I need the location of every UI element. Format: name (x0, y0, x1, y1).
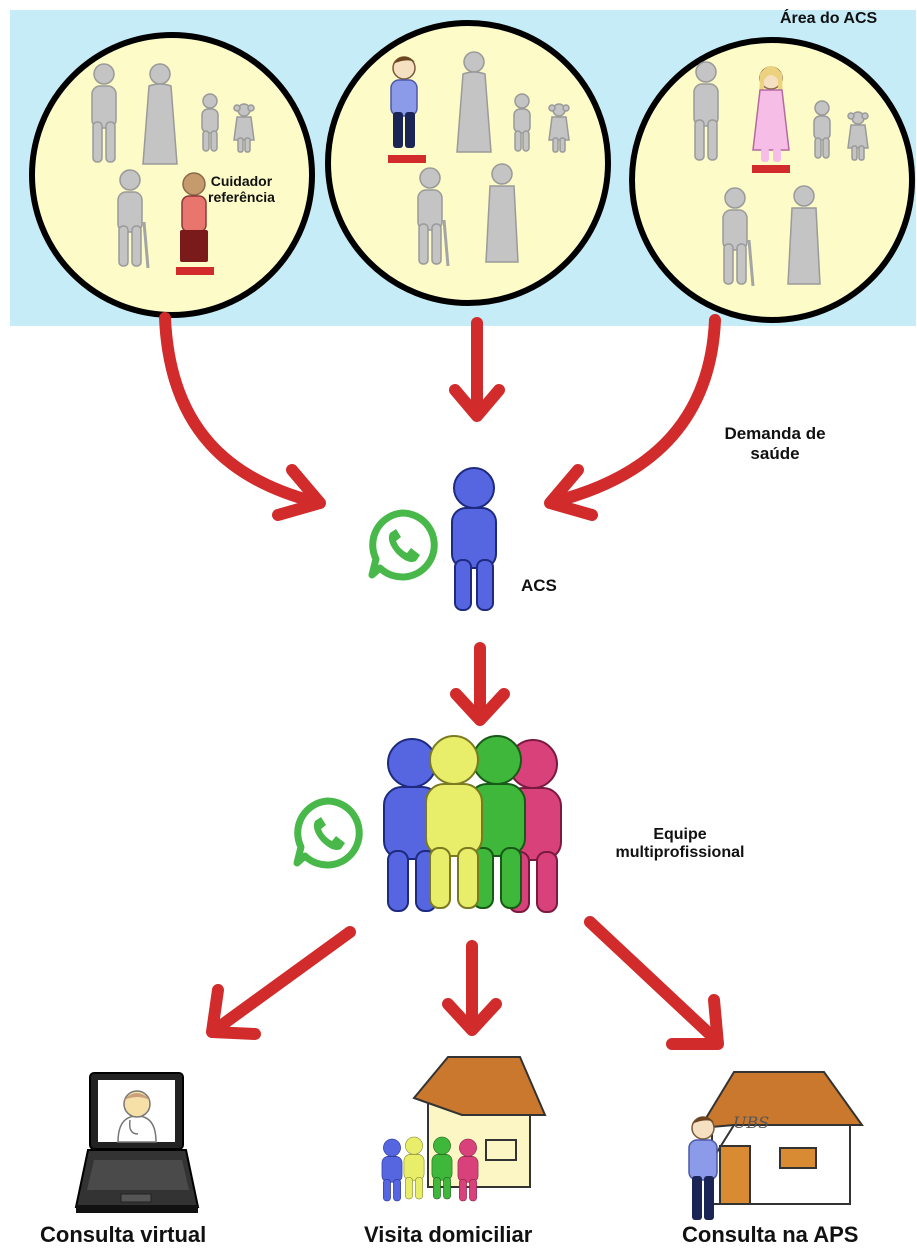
team-label-line1: Equipe (653, 826, 707, 843)
whatsapp-icon (297, 801, 359, 865)
family-circle-1 (29, 32, 315, 318)
caregiver-marker (388, 155, 426, 163)
health-demand-label: Demanda de saúde (700, 424, 850, 463)
arrow-acs-to-team (450, 642, 510, 726)
acs-agent-figure (451, 467, 497, 611)
doctor-avatar (117, 1090, 157, 1143)
acs-area-label: Área do ACS (780, 10, 878, 27)
caregiver-figure (752, 66, 790, 162)
home-visit-label: Visita domiciliar (364, 1222, 533, 1247)
laptop-icon (74, 1072, 200, 1213)
patient-figure (688, 1116, 718, 1220)
caregiver-reference-label: Cuidador referência (208, 173, 275, 205)
virtual-consult-label: Consulta virtual (40, 1222, 207, 1247)
caregiver-label-line1: Cuidador (210, 173, 273, 189)
caregiver-label-line2: referência (208, 189, 275, 206)
arrow-team-to-aps (584, 916, 724, 1050)
caregiver-marker (176, 267, 214, 275)
arrow-team-to-home-visit (442, 940, 502, 1036)
acs-label: ACS (521, 576, 557, 595)
arrow-team-to-virtual (206, 926, 356, 1040)
team-label-line2: multiprofissional (615, 844, 745, 862)
ubs-sign: UBS (733, 1113, 769, 1132)
caregiver-figure (180, 172, 208, 262)
family-circle-2 (325, 20, 611, 306)
demand-label-line1: Demanda de (724, 424, 826, 443)
caregiver-figure (390, 56, 418, 148)
multiprofessional-team-figure (383, 735, 562, 913)
demand-label-line2: saúde (750, 443, 800, 463)
family-circle-3 (629, 37, 915, 323)
whatsapp-icon (372, 513, 434, 577)
arrow-family3-to-acs (544, 314, 721, 521)
arrow-family2-to-acs (449, 317, 505, 422)
aps-consult-label: Consulta na APS (682, 1222, 859, 1247)
caregiver-marker (752, 165, 790, 173)
arrow-family1-to-acs (159, 312, 326, 521)
ubs-building-icon: UBS (698, 1071, 864, 1205)
team-label: Equipe multiprofissional (600, 826, 760, 863)
